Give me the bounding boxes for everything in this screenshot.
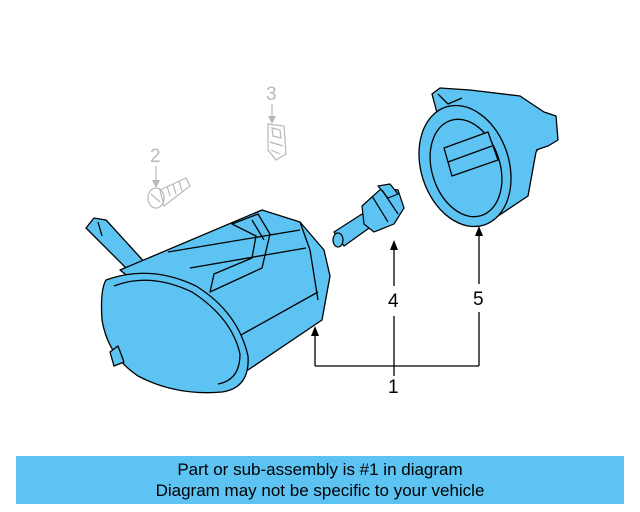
- leader-arrow-2: [152, 180, 160, 188]
- callout-4: 4: [388, 291, 399, 312]
- callout-5: 5: [473, 289, 484, 310]
- bulb-part-4: [332, 183, 405, 248]
- leader-arrow-1: [311, 326, 319, 336]
- banner-line-1: Part or sub-assembly is #1 in diagram: [177, 460, 463, 479]
- socket-cover-part-5: [418, 87, 559, 228]
- banner-line-2: Diagram may not be specific to your vehi…: [155, 481, 485, 500]
- leader-arrow-4: [390, 240, 398, 250]
- callout-3: 3: [266, 84, 277, 105]
- leader-arrow-5: [475, 226, 483, 236]
- callout-1: 1: [388, 377, 399, 398]
- clip-nut-part-3: [267, 123, 287, 161]
- callout-2: 2: [150, 146, 161, 167]
- leader-arrow-3: [268, 116, 276, 124]
- fog-lamp-housing-part-1: [85, 209, 331, 394]
- info-banner: Part or sub-assembly is #1 in diagram Di…: [16, 456, 624, 504]
- leader-lines-main: [314, 232, 480, 376]
